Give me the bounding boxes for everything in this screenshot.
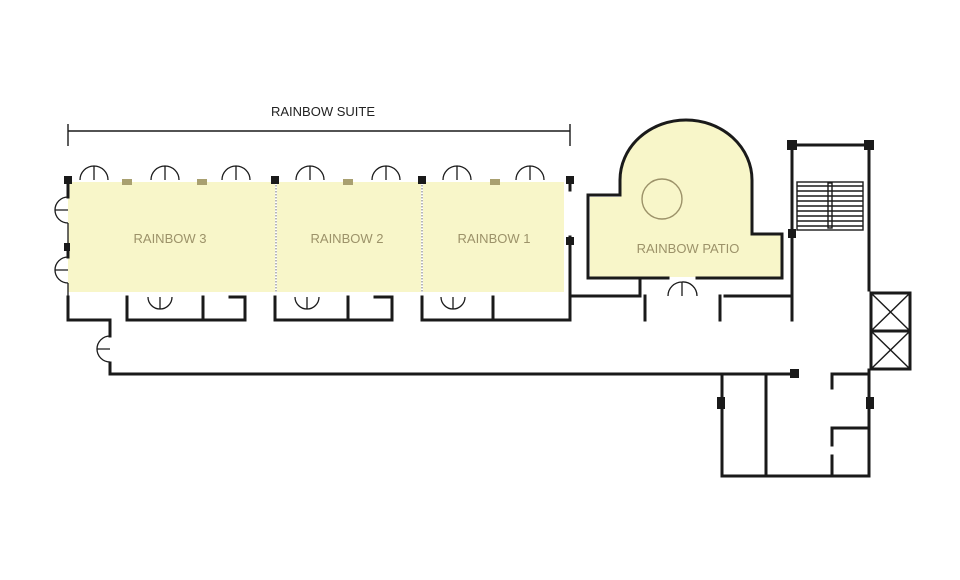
- suite-dimension-line: [67, 124, 571, 146]
- elevator-shafts: [869, 291, 912, 371]
- room-label-rainbow-2: RAINBOW 2: [311, 231, 384, 246]
- doors: [54, 165, 698, 363]
- room-rainbow-3[interactable]: [68, 182, 275, 292]
- room-label-rainbow-patio: RAINBOW PATIO: [637, 241, 740, 256]
- staircase: [796, 181, 864, 231]
- columns: [64, 140, 874, 409]
- room-rainbow-1[interactable]: [423, 182, 564, 292]
- room-label-rainbow-1: RAINBOW 1: [458, 231, 531, 246]
- room-label-rainbow-3: RAINBOW 3: [134, 231, 207, 246]
- room-rainbow-2[interactable]: [277, 182, 421, 292]
- suite-label: RAINBOW SUITE: [271, 104, 375, 119]
- room-rainbow-patio[interactable]: [590, 120, 782, 277]
- walls: [66, 118, 871, 478]
- patio-fountain: [641, 178, 683, 220]
